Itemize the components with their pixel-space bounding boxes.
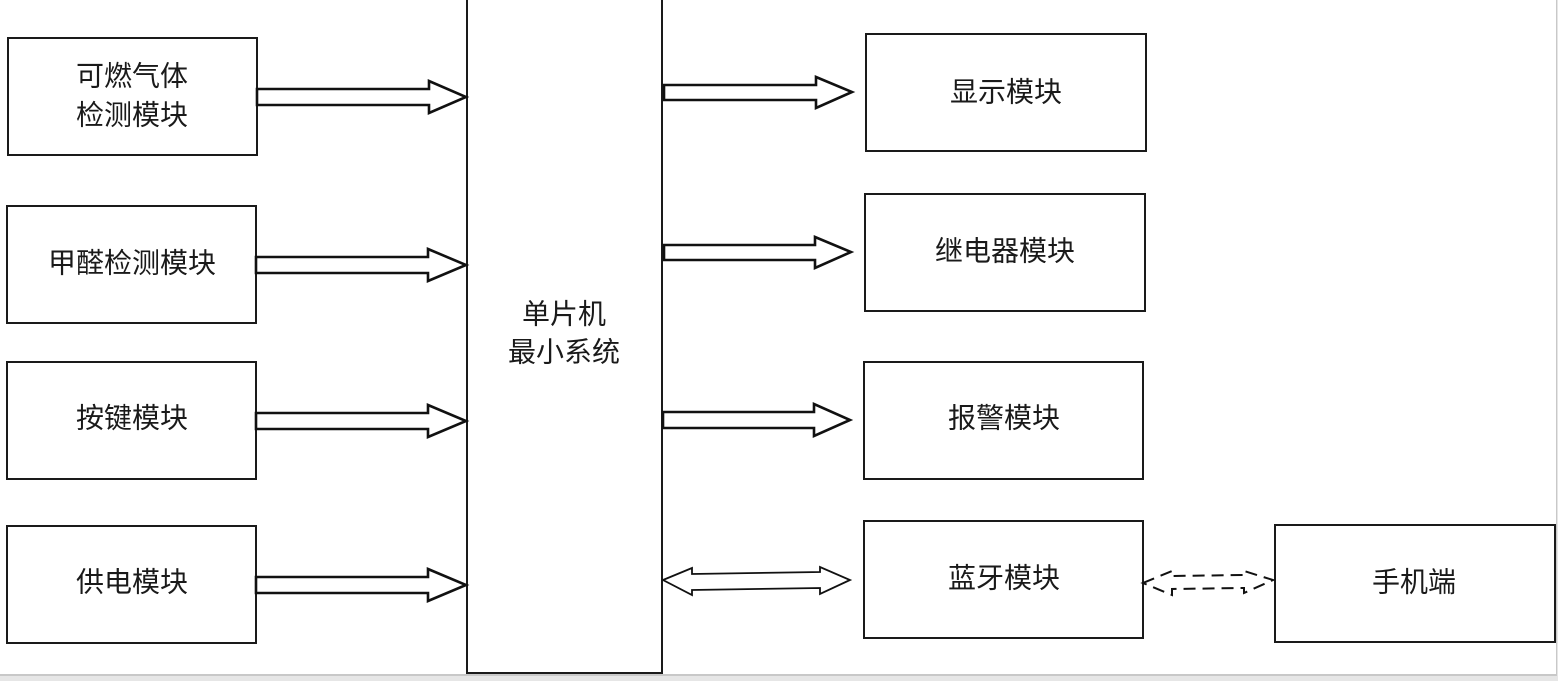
edge-mcu-bluetooth-two-way bbox=[660, 565, 853, 597]
node-mcu-label-line-2: 最小系统 bbox=[508, 336, 620, 369]
node-alarm: 报警模块 bbox=[863, 361, 1144, 480]
node-bluetooth: 蓝牙模块 bbox=[863, 520, 1144, 639]
node-mcu-label-line-1: 单片机 bbox=[522, 298, 606, 331]
node-power-supply: 供电模块 bbox=[6, 525, 257, 644]
edge-keypad-to-mcu bbox=[254, 403, 470, 439]
node-bluetooth-label: 蓝牙模块 bbox=[948, 562, 1060, 595]
node-gas-sensor-label-line-2: 检测模块 bbox=[76, 99, 188, 132]
edge-bluetooth-phone-wireless bbox=[1140, 569, 1276, 597]
node-gas-sensor-label-line-1: 可燃气体 bbox=[76, 60, 188, 93]
edge-power-supply-to-mcu bbox=[254, 567, 470, 603]
node-keypad: 按键模块 bbox=[6, 361, 257, 480]
node-alarm-label: 报警模块 bbox=[948, 402, 1060, 435]
node-formaldehyde-sensor-label: 甲醛检测模块 bbox=[48, 247, 216, 280]
edge-mcu-to-relay bbox=[662, 235, 855, 271]
edge-mcu-to-display bbox=[662, 75, 856, 111]
node-phone: 手机端 bbox=[1274, 524, 1556, 643]
node-relay-label: 继电器模块 bbox=[935, 235, 1075, 268]
edge-mcu-to-alarm bbox=[661, 401, 854, 439]
edge-gas-sensor-to-mcu bbox=[255, 79, 470, 115]
node-phone-label: 手机端 bbox=[1372, 566, 1456, 599]
node-mcu: 单片机 最小系统 bbox=[466, 0, 663, 674]
node-display-label: 显示模块 bbox=[950, 76, 1062, 109]
edge-formaldehyde-sensor-to-mcu bbox=[254, 247, 470, 283]
node-display: 显示模块 bbox=[865, 33, 1147, 152]
node-relay: 继电器模块 bbox=[864, 193, 1146, 312]
node-gas-sensor: 可燃气体 检测模块 bbox=[7, 37, 258, 156]
node-power-supply-label: 供电模块 bbox=[76, 566, 188, 599]
node-formaldehyde-sensor: 甲醛检测模块 bbox=[6, 205, 257, 324]
node-keypad-label: 按键模块 bbox=[76, 402, 188, 435]
